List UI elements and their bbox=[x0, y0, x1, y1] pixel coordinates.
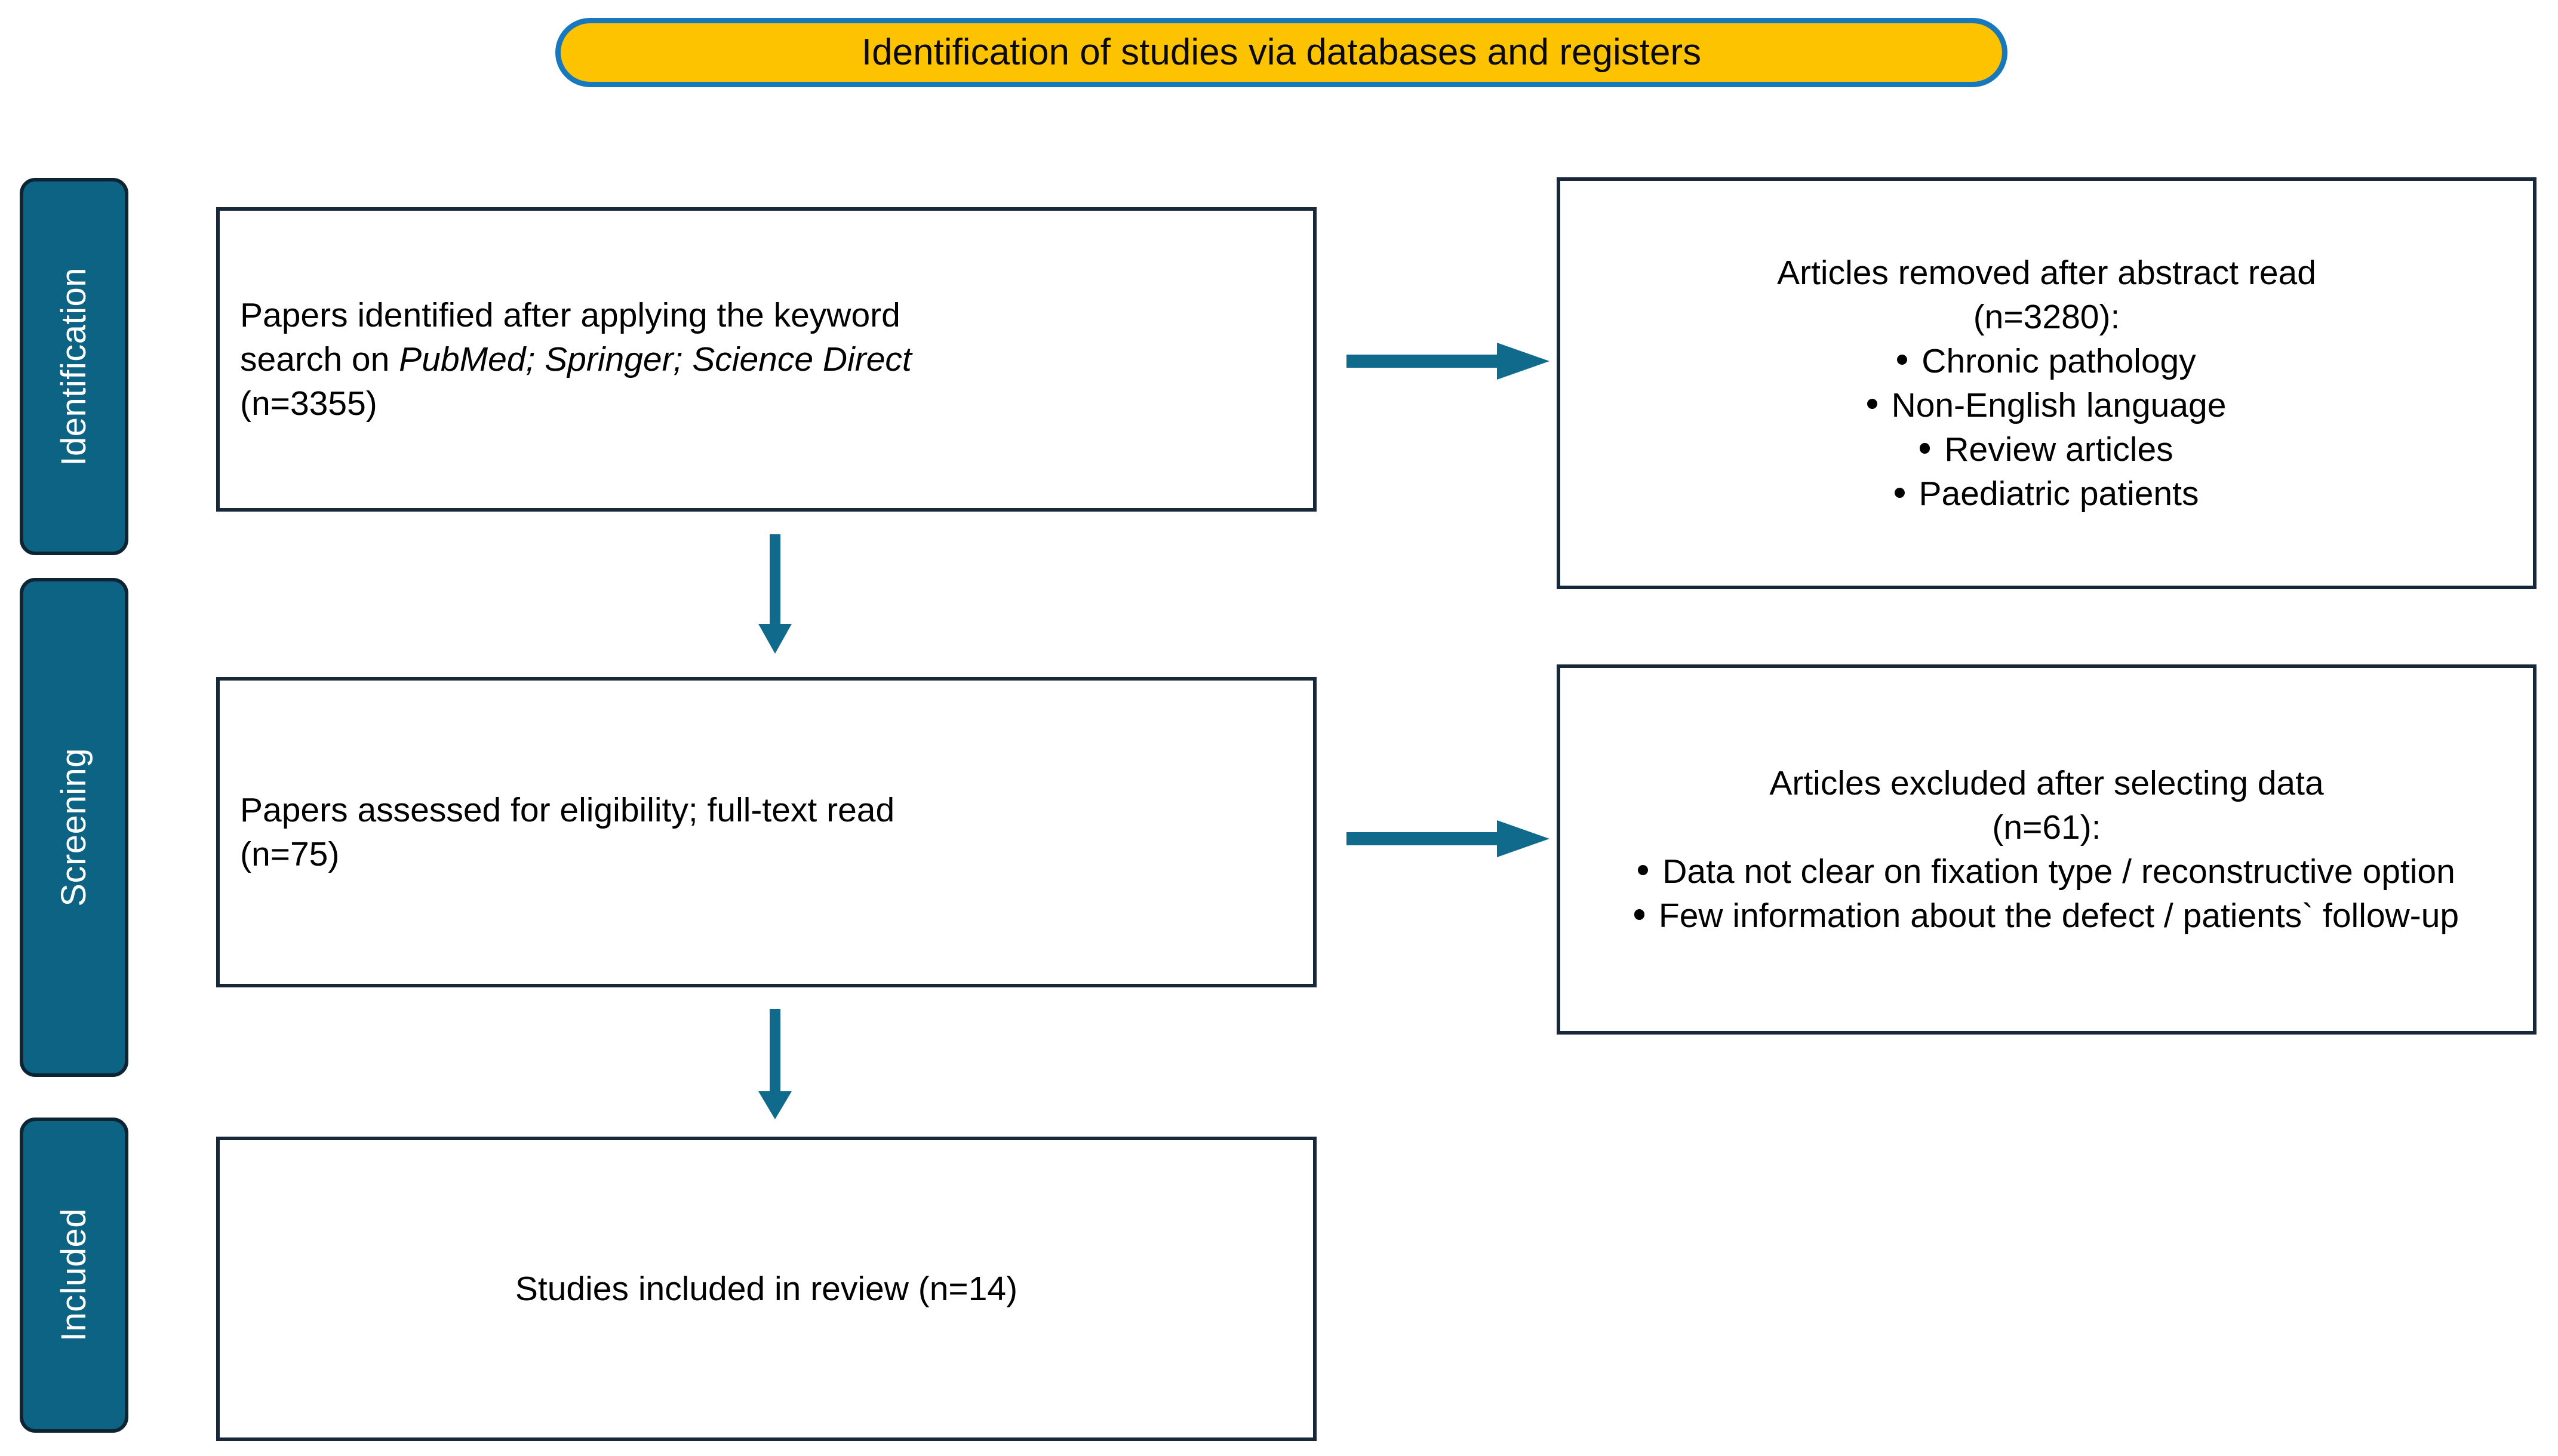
list-item: Chronic pathology bbox=[1581, 339, 2513, 383]
identified-databases: PubMed; Springer; Science Direct bbox=[399, 340, 912, 378]
arrow-assessed-to-excluded-icon bbox=[1346, 812, 1549, 866]
header-title: Identification of studies via databases … bbox=[861, 32, 1702, 73]
list-item: Data not clear on fixation type / recons… bbox=[1581, 849, 2513, 894]
box-articles-excluded-body: Articles excluded after selecting data (… bbox=[1560, 761, 2533, 938]
excluded-reason-list: Data not clear on fixation type / recons… bbox=[1581, 849, 2513, 938]
arrow-identified-to-assessed-icon bbox=[751, 534, 799, 654]
stage-tab-screening: Screening bbox=[20, 578, 128, 1077]
list-item: Non-English language bbox=[1581, 383, 2513, 427]
arrow-identified-to-removed-icon bbox=[1346, 334, 1549, 388]
box-studies-included-body: Studies included in review (n=14) bbox=[220, 1267, 1313, 1311]
box-studies-included: Studies included in review (n=14) bbox=[216, 1137, 1317, 1441]
stage-label-identification: Identification bbox=[54, 267, 93, 466]
stage-tab-included: Included bbox=[20, 1118, 128, 1433]
removed-lead-line-2: (n=3280): bbox=[1973, 297, 2120, 336]
assessed-line-1: Papers assessed for eligibility; full-te… bbox=[240, 790, 895, 829]
stage-label-included: Included bbox=[54, 1208, 93, 1342]
box-articles-excluded: Articles excluded after selecting data (… bbox=[1557, 664, 2537, 1035]
assessed-count: (n=75) bbox=[240, 835, 340, 873]
list-item: Review articles bbox=[1581, 427, 2513, 472]
stage-label-screening: Screening bbox=[54, 748, 93, 907]
removed-lead-line-1: Articles removed after abstract read bbox=[1777, 253, 2316, 292]
list-item: Few information about the defect / patie… bbox=[1581, 894, 2513, 938]
removed-reason-1: Chronic pathology bbox=[1921, 341, 2196, 380]
removed-reason-3: Review articles bbox=[1944, 430, 2173, 469]
excluded-reason-1: Data not clear on fixation type / recons… bbox=[1662, 852, 2455, 891]
box-papers-assessed: Papers assessed for eligibility; full-te… bbox=[216, 677, 1317, 987]
included-line-1: Studies included in review (n=14) bbox=[515, 1269, 1018, 1308]
identified-line-2-prefix: search on bbox=[240, 340, 399, 378]
diagram-header-banner: Identification of studies via databases … bbox=[555, 18, 2007, 87]
bullet-icon bbox=[1867, 399, 1877, 410]
bullet-icon bbox=[1894, 487, 1905, 498]
bullet-icon bbox=[1638, 865, 1649, 876]
excluded-lead-line-2: (n=61): bbox=[1992, 808, 2101, 846]
bullet-icon bbox=[1634, 909, 1644, 920]
stage-tab-identification: Identification bbox=[20, 178, 128, 555]
removed-reason-4: Paediatric patients bbox=[1918, 475, 2199, 513]
box-papers-identified-body: Papers identified after applying the key… bbox=[220, 293, 1313, 426]
bullet-icon bbox=[1920, 443, 1930, 454]
removed-reason-2: Non-English language bbox=[1891, 386, 2227, 424]
box-papers-identified: Papers identified after applying the key… bbox=[216, 207, 1317, 512]
identified-count: (n=3355) bbox=[240, 384, 377, 423]
removed-reason-list: Chronic pathology Non-English language R… bbox=[1581, 339, 2513, 516]
identified-line-1: Papers identified after applying the key… bbox=[240, 295, 900, 334]
identified-line-2: search on PubMed; Springer; Science Dire… bbox=[240, 337, 1293, 381]
excluded-reason-2: Few information about the defect / patie… bbox=[1658, 897, 2459, 935]
arrow-assessed-to-included-icon bbox=[751, 1009, 799, 1119]
excluded-lead-line-1: Articles excluded after selecting data bbox=[1769, 764, 2324, 802]
box-articles-removed-body: Articles removed after abstract read (n=… bbox=[1560, 251, 2533, 516]
box-papers-assessed-body: Papers assessed for eligibility; full-te… bbox=[220, 788, 1313, 876]
box-articles-removed: Articles removed after abstract read (n=… bbox=[1557, 177, 2537, 589]
bullet-icon bbox=[1897, 355, 1908, 365]
list-item: Paediatric patients bbox=[1581, 472, 2513, 516]
